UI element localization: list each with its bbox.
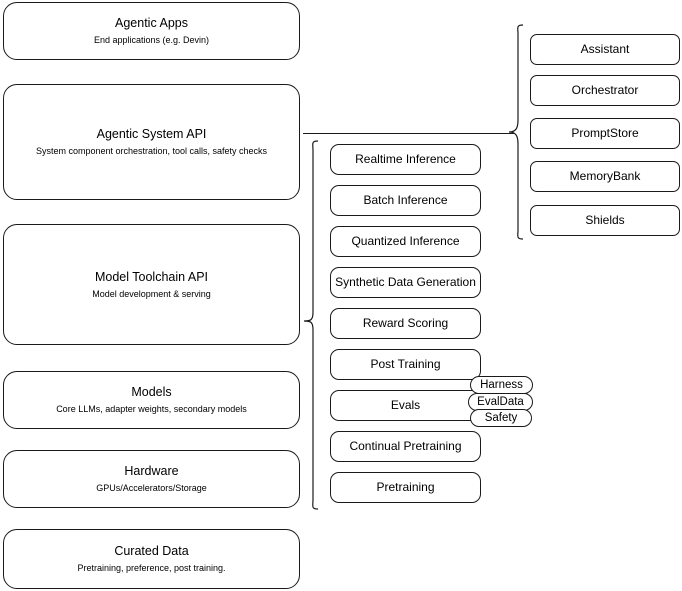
layer-box-agentic-apps[interactable]: Agentic Apps End applications (e.g. Devi… [3,2,300,60]
capability-label: Post Training [370,357,441,371]
component-label: MemoryBank [569,169,641,183]
layer-box-model-toolchain-api[interactable]: Model Toolchain API Model development & … [3,224,300,345]
capability-box-evals[interactable]: Evals [330,390,481,421]
capability-label: Pretraining [376,480,435,494]
capability-box-post-training[interactable]: Post Training [330,349,481,380]
layer-box-curated-data[interactable]: Curated Data Pretraining, preference, po… [3,529,300,589]
capability-label: Synthetic Data Generation [335,275,476,289]
eval-pill-label: EvalData [477,396,524,408]
component-box-shields[interactable]: Shields [530,205,680,236]
layer-title: Agentic System API [96,127,207,141]
capability-label: Continual Pretraining [349,439,462,453]
capability-box-continual-pretraining[interactable]: Continual Pretraining [330,431,481,462]
capability-box-reward-scoring[interactable]: Reward Scoring [330,308,481,339]
capability-label: Batch Inference [363,193,448,207]
layer-box-hardware[interactable]: Hardware GPUs/Accelerators/Storage [3,450,300,508]
connector-line-system-api-to-components [303,133,515,134]
layer-box-models[interactable]: Models Core LLMs, adapter weights, secon… [3,371,300,429]
layer-subtitle: End applications (e.g. Devin) [93,35,210,45]
eval-pill-label: Safety [484,412,518,424]
layer-title: Hardware [124,464,179,478]
layer-title: Agentic Apps [115,16,188,30]
brace-model-toolchain-capabilities [303,140,319,510]
layer-box-agentic-system-api[interactable]: Agentic System API System component orch… [3,84,300,200]
layer-subtitle: Pretraining, preference, post training. [77,563,226,573]
component-box-orchestrator[interactable]: Orchestrator [530,75,680,106]
eval-pill-safety[interactable]: Safety [470,409,532,427]
capability-box-quantized-inference[interactable]: Quantized Inference [330,226,481,257]
capability-box-batch-inference[interactable]: Batch Inference [330,185,481,216]
component-box-assistant[interactable]: Assistant [530,34,680,65]
component-box-promptstore[interactable]: PromptStore [530,118,680,149]
layer-title: Curated Data [114,544,189,558]
layer-subtitle: Core LLMs, adapter weights, secondary mo… [56,404,247,414]
capability-box-realtime-inference[interactable]: Realtime Inference [330,144,481,175]
eval-pill-label: Harness [480,379,523,391]
layer-title: Models [131,385,172,399]
eval-pill-harness[interactable]: Harness [470,376,533,394]
component-label: Orchestrator [571,83,639,97]
capability-box-synthetic-data-generation[interactable]: Synthetic Data Generation [330,267,481,298]
component-label: Shields [585,213,625,227]
layer-title: Model Toolchain API [94,269,209,284]
component-label: PromptStore [571,126,639,140]
capability-label: Quantized Inference [351,234,460,248]
layer-subtitle: System component orchestration, tool cal… [35,146,268,156]
layer-subtitle: Model development & serving [92,288,211,299]
capability-label: Realtime Inference [355,152,456,166]
layer-subtitle: GPUs/Accelerators/Storage [96,483,207,493]
capability-label: Reward Scoring [362,316,449,330]
capability-label: Evals [390,398,421,412]
brace-agentic-system-components [508,24,524,240]
component-box-memorybank[interactable]: MemoryBank [530,161,680,192]
capability-box-pretraining[interactable]: Pretraining [330,472,481,503]
component-label: Assistant [580,42,630,56]
